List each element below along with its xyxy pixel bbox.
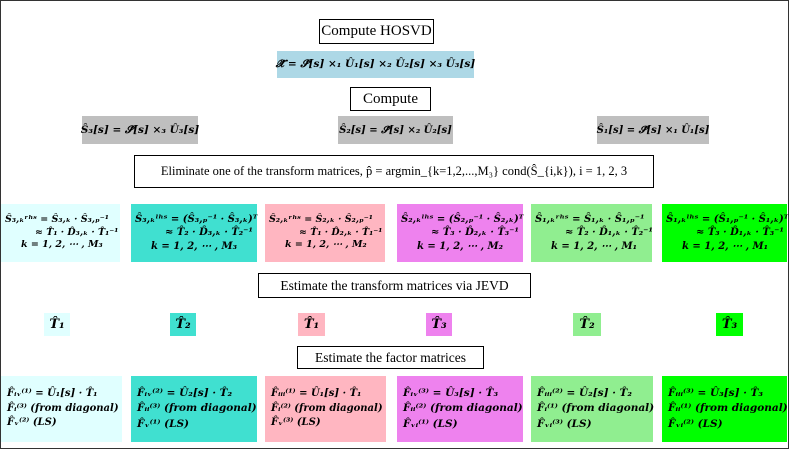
transform-box-3: T̂₁ (298, 313, 325, 336)
eliminate-box-6: Ŝ₁,ₖˡʰˢ = (Ŝ₁,ₚ⁻¹ · Ŝ₁,ₖ)ᵀ ≈ T̂₃ · D̂₁,ₖ… (662, 204, 789, 262)
eliminate-box-3-line-3: k = 1, 2, ⋯ , M₂ (285, 239, 367, 251)
eliminate-box-6-line-3: k = 1, 2, ⋯ , M₁ (682, 240, 769, 252)
eliminate-box-1-line-3: k = 1, 2, ⋯ , M₃ (21, 239, 103, 251)
eliminate-box-4-line-2: ≈ T̂₃ · D̂₂,ₖ · T̂₃⁻¹ (431, 227, 519, 239)
eliminate-label: Eliminate one of the transform matrices,… (134, 155, 654, 188)
factor-box-6-line-3: F̂ᵥᵢ⁽²⁾ (LS) (668, 417, 723, 430)
eliminate-box-3-line-2: ≈ T̂₁ · D̂₂,ₖ · T̂₁⁻¹ (299, 226, 383, 238)
factor-box-2-line-1: F̂ᵢᵥ⁽²⁾ = Û₂[s] · T̂₂ (137, 387, 233, 400)
compute-label: Compute (350, 87, 431, 111)
eliminate-box-2-line-3: k = 1, 2, ⋯ , M₃ (151, 240, 238, 252)
factor-box-1: F̂ᵢᵥ⁽¹⁾ = Û₁[s] · T̂₁ F̂ᵢ⁽³⁾ (from diago… (1, 376, 122, 442)
factor-box-5-line-2: F̂ᵢ⁽¹⁾ (from diagonal) (537, 402, 655, 415)
eliminate-box-5-line-1: Ŝ₁,ₖʳʰˢ = Ŝ₁,ₖ · Ŝ₁,ₚ⁻¹ (535, 213, 645, 225)
factor-box-4: F̂ᵢᵥ⁽³⁾ = Û₃[s] · T̂₃ F̂ᵢᵢ⁽²⁾ (from diag… (397, 376, 523, 442)
jevd-label: Estimate the transform matrices via JEVD (258, 273, 531, 298)
eliminate-box-1-line-1: Ŝ₃,ₖʳʰˢ = Ŝ₃,ₖ · Ŝ₃,ₚ⁻¹ (5, 213, 109, 225)
factor-box-6-line-2: F̂ᵢᵢ⁽¹⁾ (from diagonal) (668, 402, 788, 415)
factor-box-2: F̂ᵢᵥ⁽²⁾ = Û₂[s] · T̂₂ F̂ᵢᵢ⁽³⁾ (from diag… (131, 376, 257, 442)
eliminate-box-3-line-1: Ŝ₂,ₖʳʰˢ = Ŝ₂,ₖ · Ŝ₂,ₚ⁻¹ (269, 213, 373, 225)
core-eq-1: Ŝ₁[s] = 𝓢̂[s] ×₁ Û₁[s] (597, 116, 709, 144)
factor-box-3-line-2: F̂ᵢ⁽²⁾ (from diagonal) (271, 402, 383, 414)
eliminate-box-5: Ŝ₁,ₖʳʰˢ = Ŝ₁,ₖ · Ŝ₁,ₚ⁻¹ ≈ T̂₂ · D̂₁,ₖ · … (531, 204, 653, 262)
eliminate-box-4-line-1: Ŝ₂,ₖˡʰˢ = (Ŝ₂,ₚ⁻¹ · Ŝ₂,ₖ)ᵀ (401, 213, 524, 225)
compute-hosvd-label: Compute HOSVD (319, 19, 434, 44)
eliminate-box-2-line-1: Ŝ₃,ₖˡʰˢ = (Ŝ₃,ₚ⁻¹ · Ŝ₃,ₖ)ᵀ (135, 213, 258, 225)
eliminate-box-4: Ŝ₂,ₖˡʰˢ = (Ŝ₂,ₚ⁻¹ · Ŝ₂,ₖ)ᵀ ≈ T̂₃ · D̂₂,ₖ… (397, 204, 523, 262)
eliminate-box-1-line-2: ≈ T̂₁ · D̂₃,ₖ · T̂₁⁻¹ (35, 226, 119, 238)
eliminate-box-2: Ŝ₃,ₖˡʰˢ = (Ŝ₃,ₚ⁻¹ · Ŝ₃,ₖ)ᵀ ≈ T̂₂ · D̂₃,ₖ… (131, 204, 257, 262)
factor-box-4-line-1: F̂ᵢᵥ⁽³⁾ = Û₃[s] · T̂₃ (403, 387, 499, 400)
hosvd-equation: 𝓧̂ = 𝓢̂[s] ×₁ Û₁[s] ×₂ Û₂[s] ×₃ Û₃[s] (276, 51, 475, 78)
factor-box-4-line-3: F̂ᵥᵢ⁽¹⁾ (LS) (403, 417, 458, 430)
eliminate-box-5-line-3: k = 1, 2, ⋯ , M₁ (551, 240, 638, 252)
factor-box-5: F̂ᵢᵢᵢ⁽²⁾ = Û₂[s] · T̂₂ F̂ᵢ⁽¹⁾ (from diag… (531, 376, 655, 442)
factor-box-3: F̂ᵢᵢᵢ⁽¹⁾ = Û₁[s] · T̂₁ F̂ᵢ⁽²⁾ (from diag… (265, 376, 386, 442)
transform-box-5: T̂₂ (573, 313, 601, 336)
factor-box-1-line-2: F̂ᵢ⁽³⁾ (from diagonal) (7, 402, 119, 414)
eliminate-box-3: Ŝ₂,ₖʳʰˢ = Ŝ₂,ₖ · Ŝ₂,ₚ⁻¹ ≈ T̂₁ · D̂₂,ₖ · … (265, 204, 385, 262)
factor-box-2-line-2: F̂ᵢᵢ⁽³⁾ (from diagonal) (137, 402, 257, 415)
factor-box-1-line-1: F̂ᵢᵥ⁽¹⁾ = Û₁[s] · T̂₁ (7, 388, 98, 400)
transform-box-2: T̂₂ (170, 313, 196, 336)
factor-box-6: F̂ᵢᵢᵢ⁽³⁾ = Û₃[s] · T̂₃ F̂ᵢᵢ⁽¹⁾ (from dia… (662, 376, 788, 442)
transform-box-4: T̂₃ (426, 313, 452, 336)
core-eq-2: Ŝ₂[s] = 𝓢̂[s] ×₂ Û₂[s] (338, 116, 453, 144)
transform-box-6: T̂₃ (716, 313, 743, 336)
factor-box-5-line-1: F̂ᵢᵢᵢ⁽²⁾ = Û₂[s] · T̂₂ (537, 387, 632, 400)
transform-box-1: T̂₁ (44, 313, 70, 336)
factor-label: Estimate the factor matrices (297, 346, 484, 369)
factor-box-3-line-1: F̂ᵢᵢᵢ⁽¹⁾ = Û₁[s] · T̂₁ (271, 388, 362, 400)
eliminate-box-6-line-2: ≈ T̂₃ · D̂₁,ₖ · T̂₃⁻¹ (696, 227, 784, 239)
factor-box-5-line-3: F̂ᵥᵢ⁽³⁾ (LS) (537, 417, 592, 430)
eliminate-box-6-line-1: Ŝ₁,ₖˡʰˢ = (Ŝ₁,ₚ⁻¹ · Ŝ₁,ₖ)ᵀ (666, 213, 789, 225)
factor-box-3-line-3: F̂ᵥ⁽³⁾ (LS) (271, 417, 321, 429)
eliminate-box-4-line-3: k = 1, 2, ⋯ , M₂ (417, 240, 504, 252)
eliminate-box-1: Ŝ₃,ₖʳʰˢ = Ŝ₃,ₖ · Ŝ₃,ₚ⁻¹ ≈ T̂₁ · D̂₃,ₖ · … (1, 204, 120, 262)
eliminate-box-2-line-2: ≈ T̂₂ · D̂₃,ₖ · T̂₂⁻¹ (165, 227, 253, 239)
factor-box-6-line-1: F̂ᵢᵢᵢ⁽³⁾ = Û₃[s] · T̂₃ (668, 387, 763, 400)
eliminate-box-5-line-2: ≈ T̂₂ · D̂₁,ₖ · T̂₂⁻¹ (565, 227, 653, 239)
factor-box-1-line-3: F̂ᵥ⁽²⁾ (LS) (7, 417, 57, 429)
factor-box-4-line-2: F̂ᵢᵢ⁽²⁾ (from diagonal) (403, 402, 523, 415)
factor-box-2-line-3: F̂ᵥ⁽¹⁾ (LS) (137, 417, 190, 430)
core-eq-3: Ŝ₃[s] = 𝓢̂[s] ×₃ Û₃[s] (81, 116, 199, 144)
